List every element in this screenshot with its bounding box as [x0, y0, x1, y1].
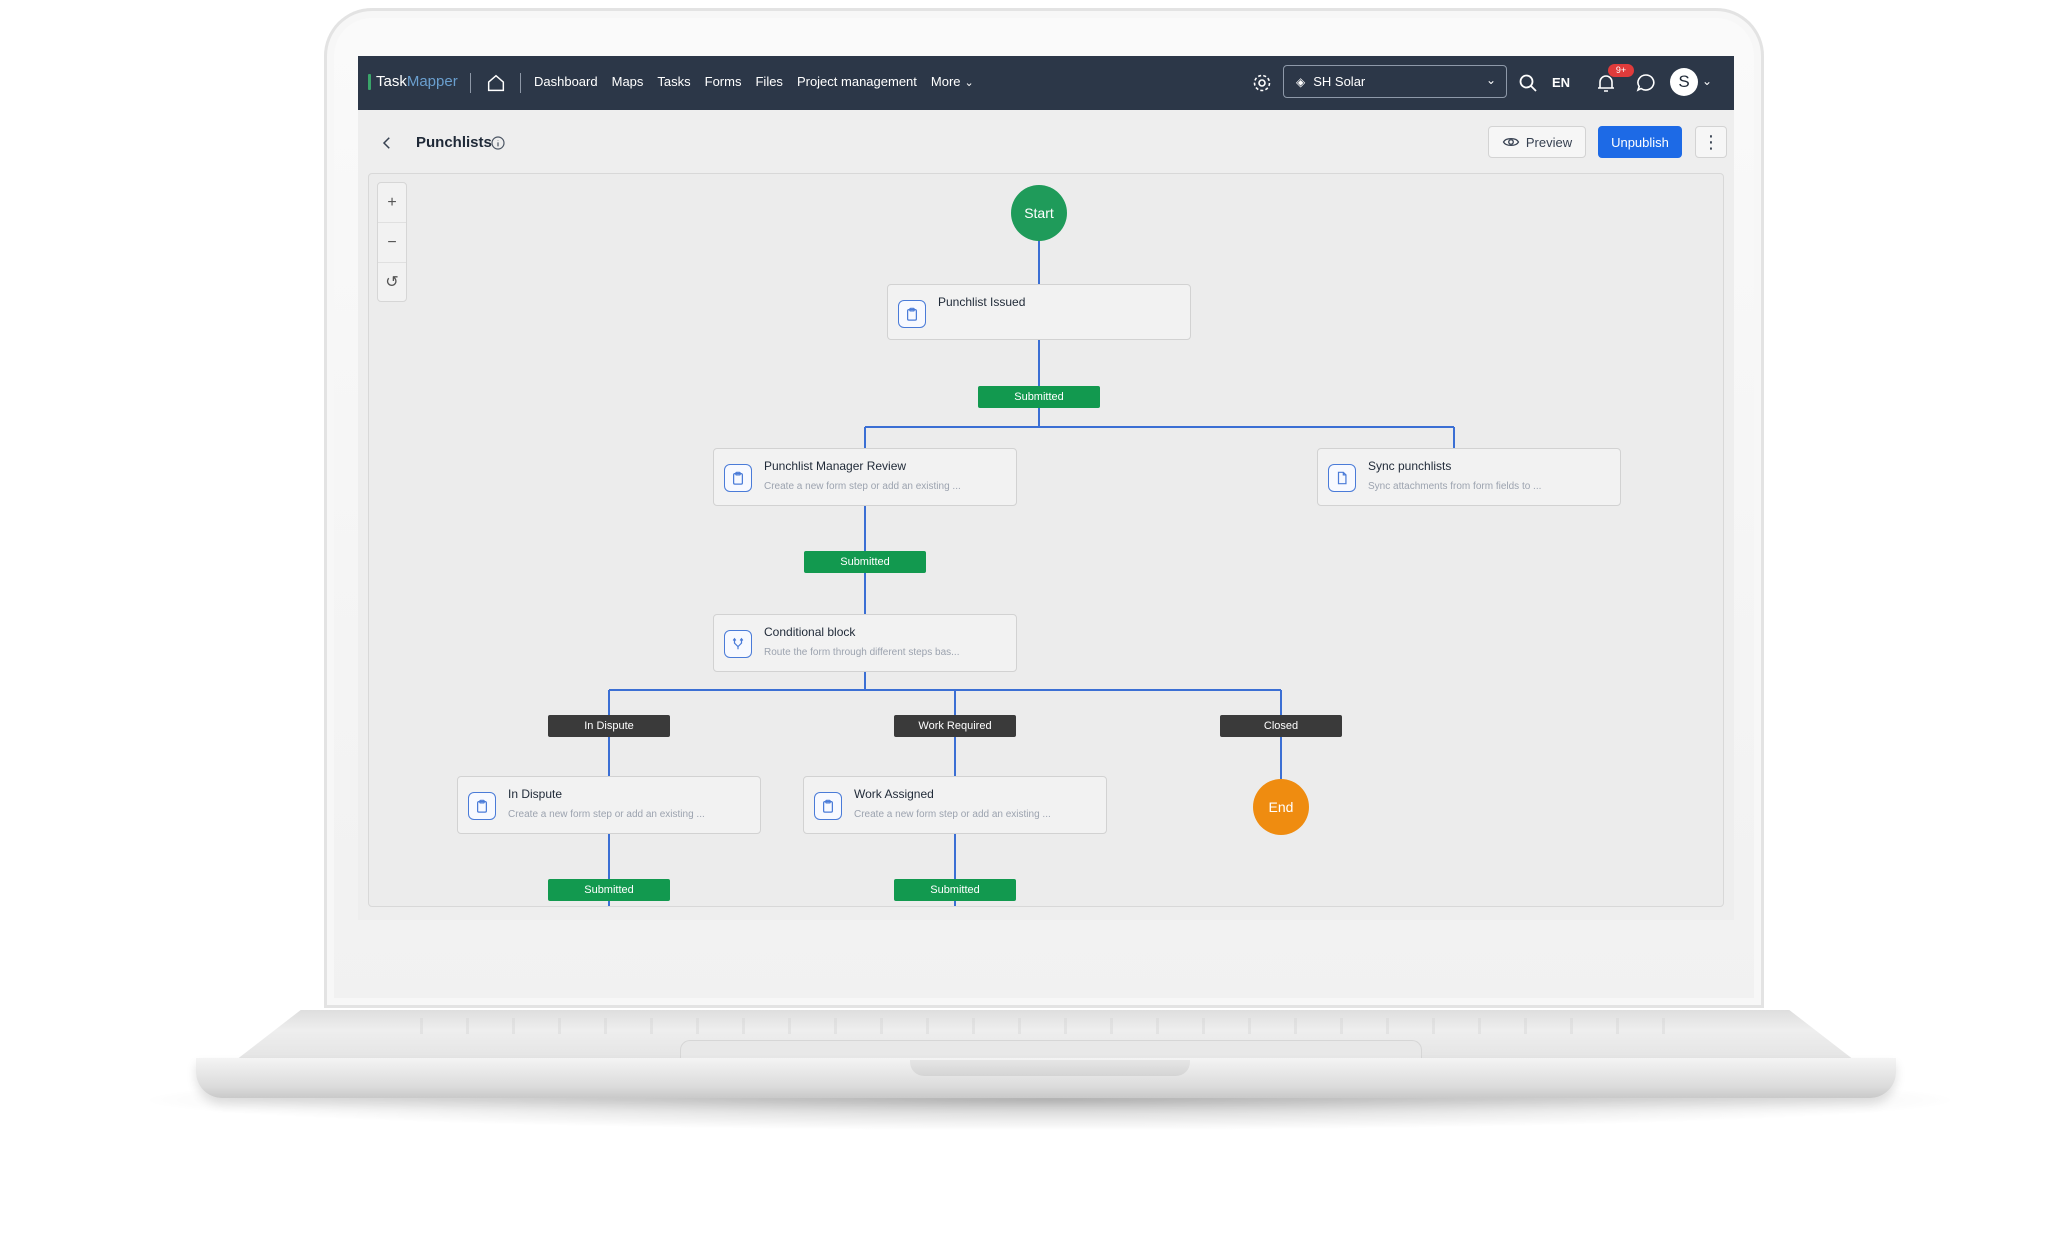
unpublish-button[interactable]: Unpublish — [1598, 126, 1682, 158]
step-description: Create a new form step or add an existin… — [508, 809, 705, 820]
step-punchlist-issued[interactable]: Punchlist Issued — [887, 284, 1191, 340]
end-node[interactable]: End — [1253, 779, 1309, 835]
status-label-submitted: Submitted — [804, 551, 926, 573]
step-description: Sync attachments from form fields to ... — [1368, 481, 1542, 492]
zoom-out-button[interactable]: − — [378, 223, 406, 263]
chat-icon[interactable] — [1634, 71, 1658, 95]
nav-dashboard[interactable]: Dashboard — [534, 74, 598, 89]
organization-name: SH Solar — [1313, 74, 1366, 89]
main-nav: Dashboard Maps Tasks Forms Files Project… — [534, 74, 988, 89]
notification-badge: 9+ — [1608, 64, 1634, 77]
step-description: Route the form through different steps b… — [764, 647, 960, 658]
step-title: Punchlist Manager Review — [764, 459, 907, 473]
nav-forms[interactable]: Forms — [704, 74, 742, 89]
reset-view-button[interactable]: ↺ — [385, 274, 399, 291]
divider — [520, 73, 521, 93]
bell-icon[interactable] — [1594, 71, 1618, 95]
info-icon[interactable] — [490, 135, 506, 151]
laptop-keys — [420, 1018, 1670, 1034]
zoom-controls: + − ↺ — [377, 182, 407, 302]
branch-label-closed: Closed — [1220, 715, 1342, 737]
branch-icon — [724, 630, 752, 658]
nav-maps[interactable]: Maps — [611, 74, 644, 89]
step-title: Work Assigned — [854, 787, 934, 801]
clipboard-icon — [814, 792, 842, 820]
language-switcher[interactable]: EN — [1552, 75, 1571, 90]
preview-button[interactable]: Preview — [1488, 126, 1586, 158]
step-description: Create a new form step or add an existin… — [764, 481, 961, 492]
step-sync-punchlists[interactable]: Sync punchlists Sync attachments from fo… — [1317, 448, 1621, 506]
step-work-assigned[interactable]: Work Assigned Create a new form step or … — [803, 776, 1107, 834]
branch-label-work-required: Work Required — [894, 715, 1016, 737]
nav-tasks[interactable]: Tasks — [657, 74, 691, 89]
home-icon[interactable] — [485, 72, 507, 94]
step-title: Punchlist Issued — [938, 295, 1026, 309]
clipboard-icon — [898, 300, 926, 328]
workflow-canvas[interactable]: + − ↺ Start — [368, 173, 1724, 907]
connector — [864, 408, 1455, 448]
nav-project-management[interactable]: Project management — [796, 74, 917, 89]
chevron-down-icon: ⌄ — [1485, 73, 1496, 87]
clipboard-icon — [724, 464, 752, 492]
chevron-down-icon[interactable]: ⌄ — [1702, 74, 1713, 88]
divider — [470, 73, 471, 93]
back-arrow-icon[interactable] — [378, 134, 396, 152]
logo-text-task: Task — [376, 73, 407, 90]
step-title: In Dispute — [508, 787, 563, 801]
zoom-in-button[interactable]: + — [378, 183, 406, 223]
step-conditional-block[interactable]: Conditional block Route the form through… — [713, 614, 1017, 672]
laptop-notch — [910, 1060, 1190, 1076]
avatar[interactable]: S — [1670, 68, 1698, 96]
status-label-submitted: Submitted — [548, 879, 670, 901]
branch-label-in-dispute: In Dispute — [548, 715, 670, 737]
nav-more[interactable]: More⌄ — [931, 74, 974, 89]
logo-mark — [368, 73, 371, 90]
laptop-hinge — [680, 1040, 1422, 1059]
step-description: Create a new form step or add an existin… — [854, 809, 1051, 820]
connector — [608, 672, 1282, 715]
connector-lines — [608, 240, 1455, 906]
step-title: Sync punchlists — [1368, 459, 1452, 473]
nav-more-label: More — [930, 74, 961, 89]
layers-icon: ◈ — [1296, 74, 1306, 89]
organization-select[interactable]: ◈ SH Solar ⌄ — [1283, 65, 1507, 98]
status-label-submitted: Submitted — [894, 879, 1016, 901]
more-options-button[interactable]: ⋮ — [1695, 126, 1727, 158]
step-title: Conditional block — [764, 625, 856, 639]
preview-label: Preview — [1525, 134, 1573, 150]
step-punchlist-manager-review[interactable]: Punchlist Manager Review Create a new fo… — [713, 448, 1017, 506]
nav-files[interactable]: Files — [755, 74, 783, 89]
step-in-dispute[interactable]: In Dispute Create a new form step or add… — [457, 776, 761, 834]
chevron-down-icon: ⌄ — [964, 77, 974, 89]
document-icon — [1328, 464, 1356, 492]
status-label-submitted: Submitted — [978, 386, 1100, 408]
start-node[interactable]: Start — [1011, 185, 1067, 241]
search-icon[interactable] — [1516, 71, 1540, 95]
gear-icon[interactable] — [1250, 71, 1274, 95]
eye-icon — [1502, 137, 1520, 147]
page-title: Punchlists — [416, 134, 492, 151]
logo-text-mapper: Mapper — [406, 73, 458, 90]
clipboard-icon — [468, 792, 496, 820]
